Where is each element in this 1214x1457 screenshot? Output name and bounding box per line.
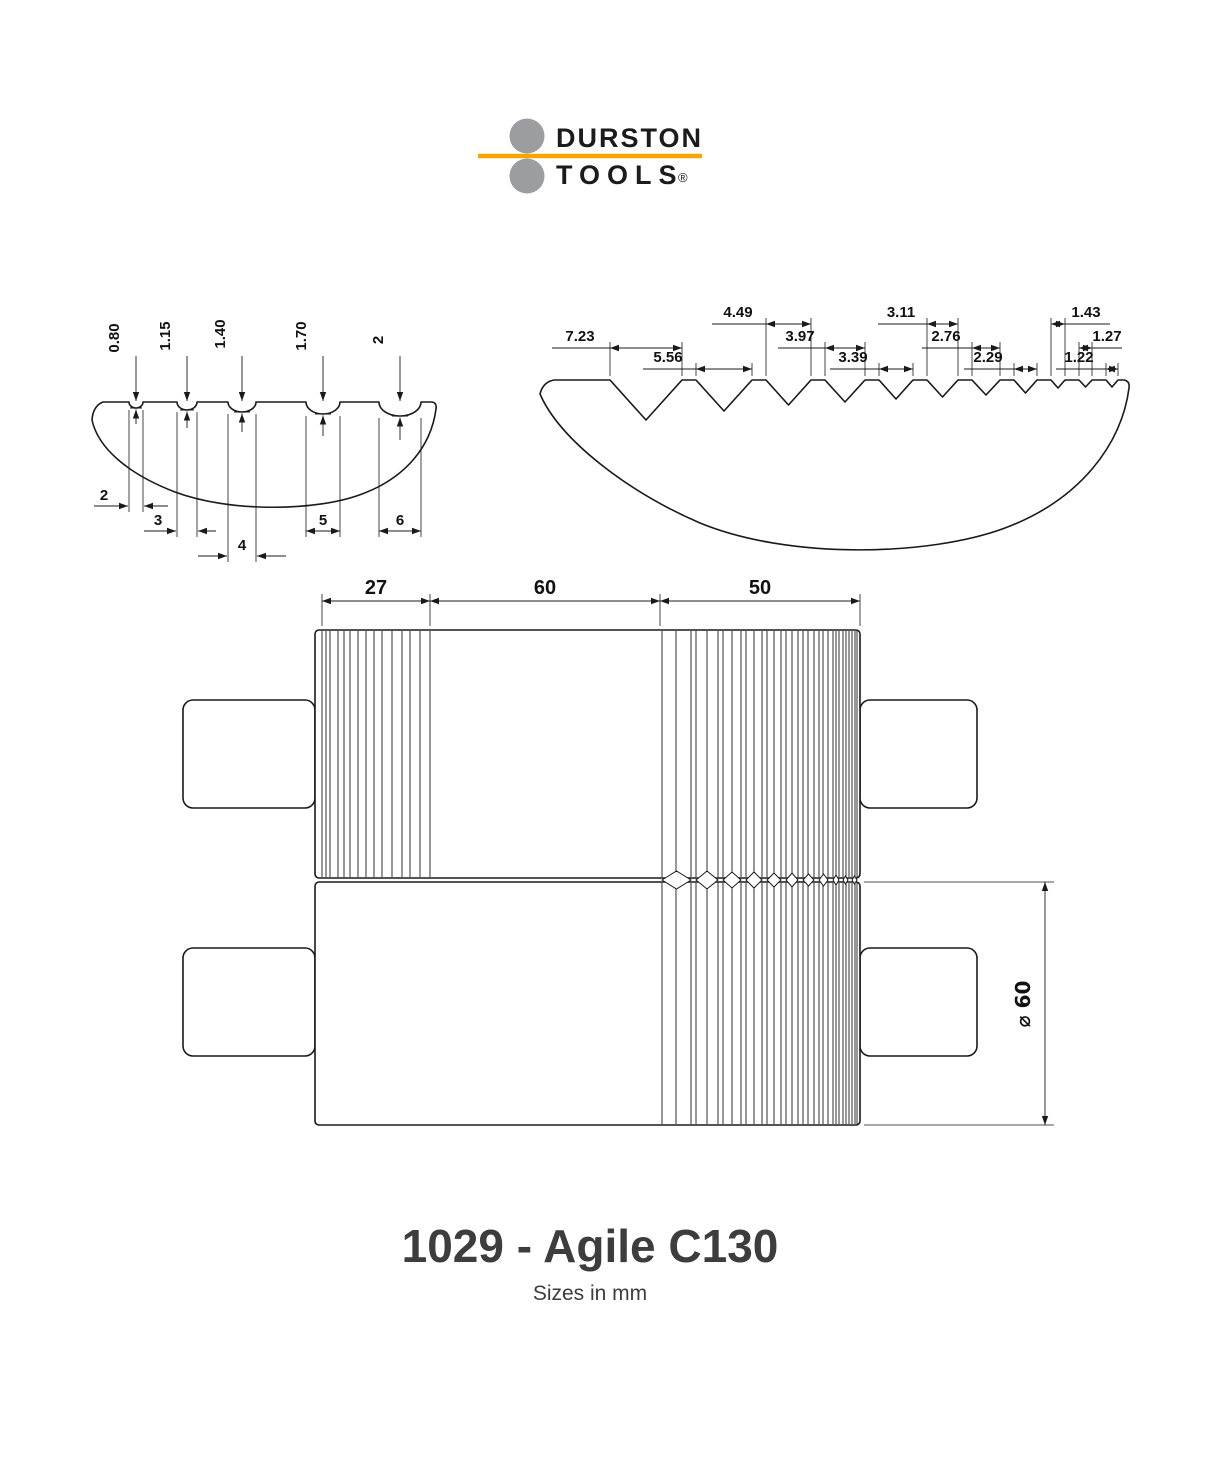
diameter-label: ⌀ 60 — [1011, 981, 1035, 1028]
page-subtitle: Sizes in mm — [533, 1282, 647, 1305]
width-label-5: 5 — [319, 512, 327, 529]
page-title: 1029 - Agile C130 — [402, 1220, 779, 1272]
width-label-2: 2 — [100, 487, 108, 504]
logo-text-tools: TOOLS — [556, 160, 684, 190]
roller-width-label-50: 50 — [749, 577, 771, 599]
depth-label-2: 2 — [370, 336, 387, 344]
width-label-6: 6 — [396, 512, 404, 529]
top-roller-v-groove-lines — [661, 631, 858, 877]
v-label-4-49: 4.49 — [723, 304, 752, 321]
roller-width-label-60: 60 — [534, 577, 556, 599]
bottom-roller-body — [314, 881, 861, 1126]
v-label-1-27: 1.27 — [1092, 328, 1121, 345]
v-label-3-97: 3.97 — [785, 328, 814, 345]
roller-nip-mesh — [661, 870, 858, 890]
top-roller-left-shaft — [182, 699, 316, 809]
depth-label-0-80: 0.80 — [106, 323, 123, 352]
v-label-7-23: 7.23 — [565, 328, 594, 345]
roller-assembly: 27 60 50 ⌀ 60 — [182, 577, 1054, 1126]
v-label-3-39: 3.39 — [838, 349, 867, 366]
v-label-1-43: 1.43 — [1071, 304, 1100, 321]
wire-groove-profile-outline — [91, 401, 437, 509]
wire-groove-profile: 0.80 1.15 1.40 1.70 2 2 3 4 5 6 — [91, 319, 437, 562]
v-dim-leaders — [552, 323, 1122, 370]
top-roller-right-shaft — [859, 699, 978, 809]
durston-logo: DURSTON TOOLS ® — [478, 118, 703, 194]
top-roller-wire-groove-lines — [321, 631, 431, 877]
depth-ticks — [130, 407, 408, 417]
v-label-3-11: 3.11 — [887, 304, 915, 321]
v-ext-row-mid — [609, 342, 1093, 376]
bottom-roller-left-shaft — [182, 947, 316, 1057]
logo-circle-bottom — [509, 158, 545, 194]
v-groove-profile-outline — [539, 379, 1130, 551]
width-label-3: 3 — [154, 512, 162, 529]
bottom-roller-v-groove-lines — [661, 883, 858, 1124]
roller-width-label-27: 27 — [365, 577, 387, 599]
v-label-5-56: 5.56 — [653, 349, 682, 366]
logo-circle-top — [509, 118, 545, 154]
diameter-extension-lines — [864, 881, 1054, 1126]
v-groove-profile: 7.23 5.56 4.49 3.97 3.39 3.11 2.76 2.29 … — [539, 304, 1130, 551]
depth-label-1-40: 1.40 — [212, 319, 229, 348]
roller-width-extension-lines — [321, 594, 861, 626]
depth-label-1-15: 1.15 — [157, 321, 174, 350]
v-ext-row-top — [765, 318, 1066, 376]
v-label-2-76: 2.76 — [931, 328, 960, 345]
bottom-roller-right-shaft — [859, 947, 978, 1057]
width-label-4: 4 — [238, 537, 247, 554]
registered-trademark-icon: ® — [678, 170, 688, 185]
footer: 1029 - Agile C130 Sizes in mm — [402, 1220, 779, 1305]
v-label-1-22: 1.22 — [1064, 349, 1093, 366]
width-extension-lines — [128, 410, 422, 562]
v-label-2-29: 2.29 — [973, 349, 1002, 366]
depth-label-1-70: 1.70 — [293, 321, 310, 350]
top-roller-body — [314, 629, 861, 879]
logo-text-durston: DURSTON — [556, 123, 703, 153]
